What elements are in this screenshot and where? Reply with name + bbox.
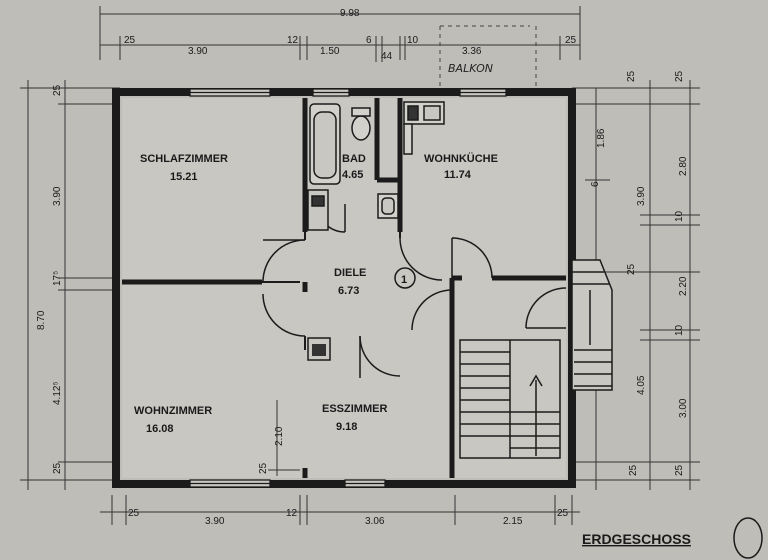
outer-walls (112, 88, 576, 488)
room-name-diele: DIELE (334, 267, 366, 279)
dim-left-c: 17⁵ (52, 271, 63, 286)
partition-lines (262, 232, 401, 350)
chimney (307, 337, 331, 361)
dim-right-d: 6 (590, 181, 601, 187)
plan-title: ERDGESCHOSS (582, 531, 691, 547)
dim-bottom-a: 25 (128, 508, 140, 519)
entrance-steps (571, 259, 613, 391)
dim-bottom-b: 3.90 (205, 516, 225, 527)
dim-left-d: 4.12⁵ (52, 381, 63, 405)
room-marker-label: 1 (401, 274, 407, 286)
dim-top-overall: 9.98 (340, 8, 360, 19)
room-area-diele: 6.73 (338, 285, 359, 297)
dim-right-j: 10 (674, 324, 685, 336)
dim-top-h: 3.36 (462, 46, 482, 57)
plan-title-oval (733, 517, 763, 559)
room-name-wohnzimmer: WOHNZIMMER (134, 405, 212, 417)
room-marker: 1 (394, 267, 416, 289)
dim-left-b: 3.90 (52, 186, 63, 206)
dim-inner-sill: 25 (258, 462, 269, 474)
dim-top-e: 6 (366, 35, 372, 46)
dim-left-a: 25 (52, 84, 63, 96)
door-swings (262, 203, 567, 378)
dim-right-h: 25 (626, 263, 637, 275)
dim-right-k: 4.05 (636, 375, 647, 395)
dim-bottom-f: 25 (557, 508, 569, 519)
dimension-lines-left (20, 80, 120, 490)
staircase (459, 339, 561, 459)
room-area-schlafzimmer: 15.21 (170, 171, 198, 183)
dim-top-c: 12 (287, 35, 299, 46)
room-name-wohnkueche: WOHNKÜCHE (424, 152, 498, 165)
dim-top-i: 25 (565, 35, 577, 46)
dim-top-d: 1.50 (320, 46, 340, 57)
balkon-label: BALKON (448, 62, 493, 75)
dim-right-c: 1.86 (596, 128, 607, 148)
room-name-bad: BAD (342, 153, 366, 165)
dim-right-i: 2.20 (678, 276, 689, 296)
dim-right-l: 3.00 (678, 398, 689, 418)
room-name-esszimmer: ESSZIMMER (322, 403, 387, 415)
dim-inner-height: 2.10 (274, 426, 285, 446)
dim-top-f: 44 (381, 51, 393, 62)
dim-right-e: 3.90 (636, 186, 647, 206)
interior-walls (122, 98, 566, 478)
dimension-lines-top (99, 6, 581, 62)
dim-right-n: 25 (674, 464, 685, 476)
dimension-lines-bottom (100, 495, 580, 525)
inner-dim-lines (268, 400, 300, 476)
dim-right-g: 10 (674, 210, 685, 222)
dim-bottom-c: 12 (286, 508, 298, 519)
room-area-wohnkueche: 11.74 (444, 169, 472, 181)
room-area-esszimmer: 9.18 (336, 421, 357, 433)
room-name-schlafzimmer: SCHLAFZIMMER (140, 153, 228, 165)
dim-left-e: 25 (52, 462, 63, 474)
balkon-outline (439, 25, 537, 90)
dim-bottom-d: 3.06 (365, 516, 385, 527)
dim-bottom-e: 2.15 (503, 516, 523, 527)
room-area-wohnzimmer: 16.08 (146, 423, 174, 435)
dim-top-a: 25 (124, 35, 136, 46)
room-area-bad: 4.65 (342, 169, 363, 181)
dim-left-overall: 8.70 (36, 310, 47, 330)
windows (189, 88, 507, 488)
dim-top-b: 3.90 (188, 46, 208, 57)
kitchen-fixtures (403, 101, 445, 155)
dim-right-m: 25 (628, 464, 639, 476)
dim-top-g: 10 (407, 35, 419, 46)
dim-right-f: 2.80 (678, 156, 689, 176)
bathroom-fixtures (307, 103, 399, 231)
dim-right-b: 25 (674, 70, 685, 82)
dim-right-a: 25 (626, 70, 637, 82)
